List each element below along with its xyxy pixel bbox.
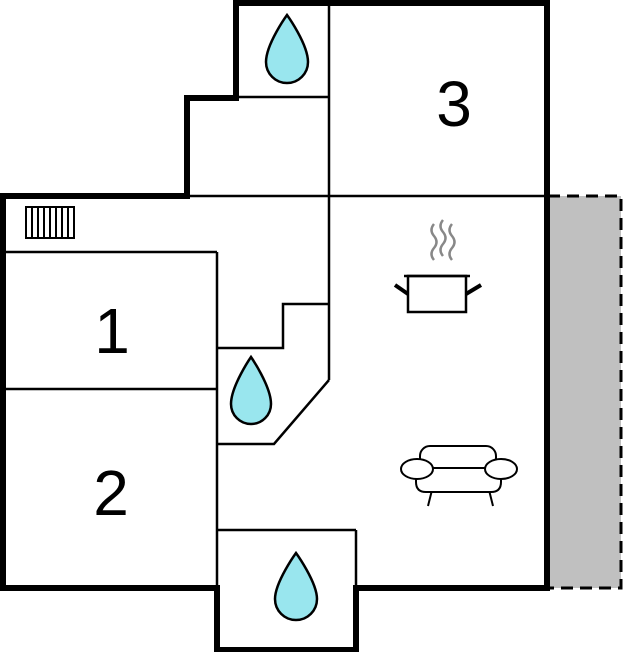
- water-drop-icon: [229, 354, 273, 426]
- terrace-area: [546, 194, 623, 590]
- room-2-label: 2: [93, 457, 129, 529]
- water-drop-icon: [264, 12, 310, 85]
- sofa-icon: [400, 445, 518, 507]
- cooking-pot-icon: [393, 219, 483, 314]
- radiator-icon: [25, 206, 75, 239]
- interior-walls: [3, 3, 547, 588]
- water-drop-icon: [273, 550, 319, 622]
- room-1-label: 1: [94, 295, 130, 367]
- room-3-label: 3: [436, 68, 472, 140]
